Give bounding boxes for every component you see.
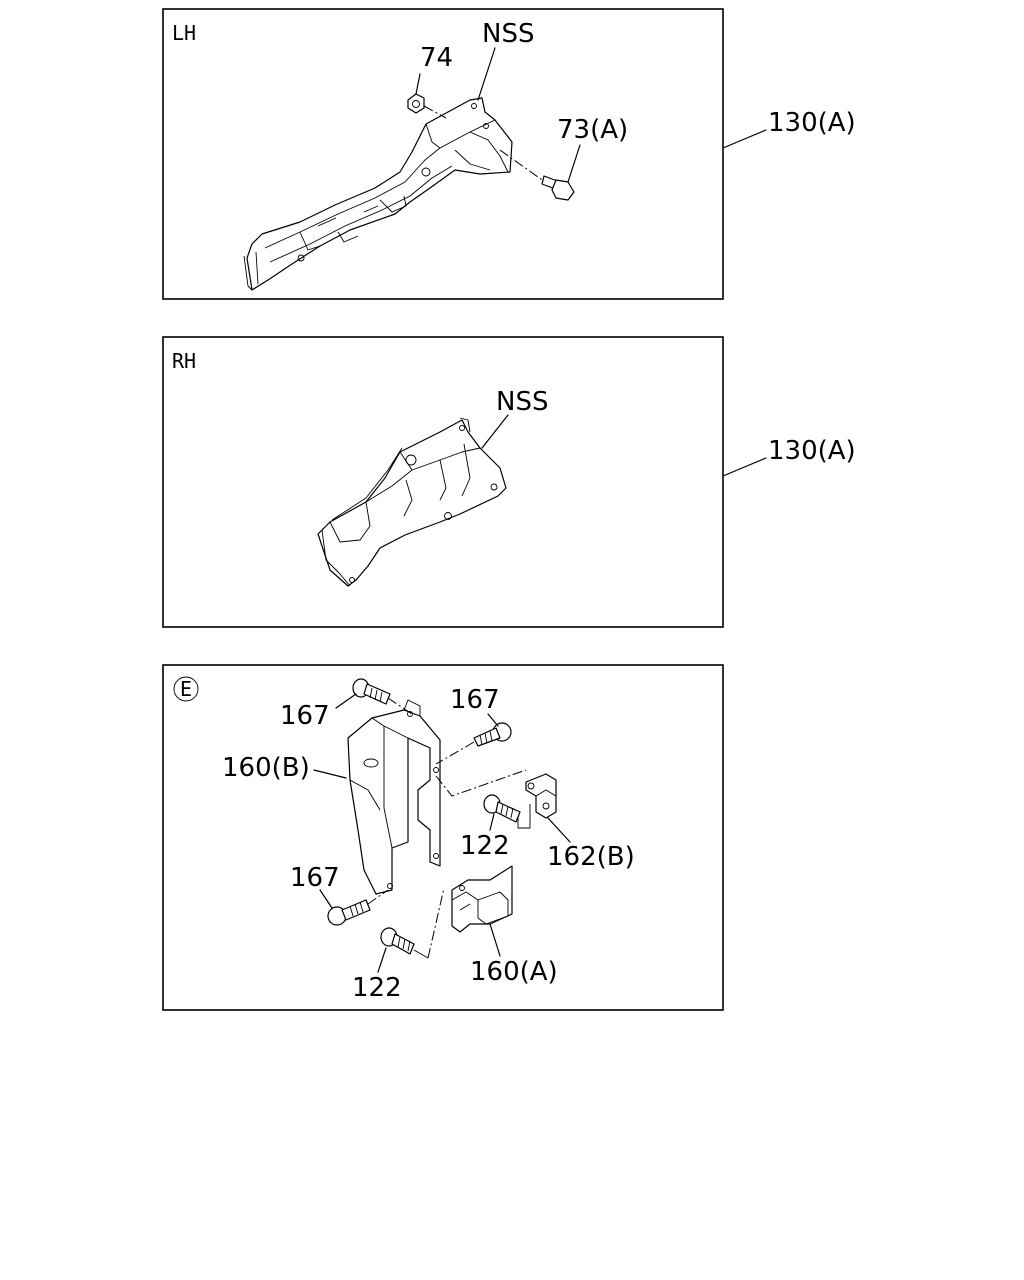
label-e-167-top-left: 167: [280, 701, 330, 731]
bracket-160a: [451, 865, 513, 933]
label-lh-73a: 73(A): [557, 115, 628, 145]
label-lh-130a: 130(A): [768, 108, 856, 138]
leader-lh-nss: [477, 47, 496, 101]
label-lh-74: 74: [420, 43, 453, 73]
panel-e-circle-marker: [173, 676, 199, 702]
leader-lh-73a: [567, 144, 581, 183]
label-rh-nss: NSS: [496, 387, 548, 417]
panel-rh: RH NSS: [162, 336, 724, 628]
label-e-160b: 160(B): [222, 753, 310, 783]
bolt-122-bottom: [380, 887, 445, 959]
leader-e-167-bottom: [319, 889, 333, 909]
bolt-167-top-right: [435, 722, 512, 765]
bolt-167-top-left: [352, 678, 413, 715]
leader-lh-74: [415, 73, 421, 95]
bolt-167-bottom: [327, 889, 389, 926]
label-e-167-top-right: 167: [450, 685, 500, 715]
bolt-122-mid: [483, 794, 531, 829]
bracket-162b: [525, 773, 557, 819]
leader-rh-130a: [722, 457, 767, 477]
leader-e-162b: [547, 817, 571, 843]
leader-e-160a: [489, 923, 501, 957]
panel-lh: LH: [162, 8, 724, 300]
label-rh-130a: 130(A): [768, 436, 856, 466]
label-e-122-mid: 122: [460, 831, 510, 861]
bracket-160b: [347, 699, 441, 895]
label-e-160a: 160(A): [470, 957, 558, 987]
rh-bracket-drawing: [317, 417, 507, 587]
connector-160b-162b: [435, 769, 527, 797]
leader-rh-nss: [481, 414, 509, 449]
leader-e-167-top-right: [487, 713, 499, 727]
panel-e-corner-label: E: [180, 677, 192, 701]
bolt-73a: [499, 149, 575, 201]
leader-e-122-bottom: [377, 947, 387, 973]
label-e-167-bottom: 167: [290, 863, 340, 893]
panel-lh-corner-label: LH: [172, 21, 196, 45]
panel-e: E: [162, 664, 724, 1011]
leader-e-122-mid: [489, 813, 495, 831]
label-e-122-bottom: 122: [352, 973, 402, 1003]
leader-e-160b: [313, 769, 347, 779]
lh-bracket-drawing: [243, 97, 513, 291]
label-lh-nss: NSS: [482, 19, 534, 49]
label-e-162b: 162(B): [547, 842, 635, 872]
leader-lh-130a: [722, 129, 767, 149]
leader-e-167-top-left: [335, 693, 357, 709]
nut-74: [407, 93, 447, 119]
panel-rh-corner-label: RH: [172, 349, 196, 373]
